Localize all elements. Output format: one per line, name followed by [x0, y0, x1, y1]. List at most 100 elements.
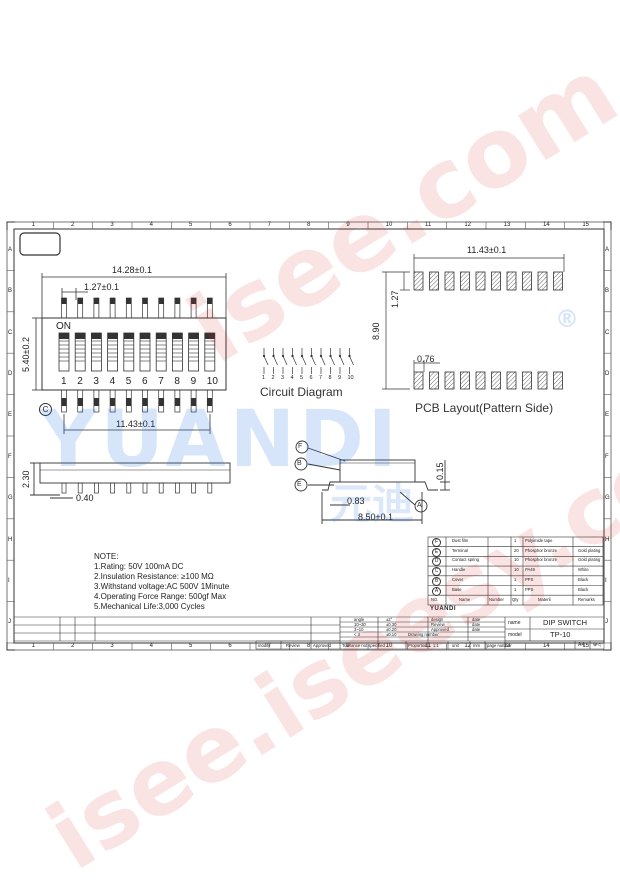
frame-col-label: 10 [385, 643, 393, 649]
callout-b: B [297, 460, 302, 467]
frame-row-label: H [8, 536, 13, 543]
page-number-label: page number [487, 643, 512, 648]
rev-col-approved: Approved [313, 643, 331, 648]
pcb-pad-bottom [522, 371, 532, 390]
pcb-pad-top [506, 271, 517, 291]
switch-number: 5 [125, 376, 132, 387]
callout-f: F [298, 443, 303, 450]
switch-pin [61, 297, 67, 413]
pcb-pad-top [460, 271, 470, 291]
side-dim-pin-width: 0.40 [76, 493, 94, 503]
frame-col-label: 4 [149, 222, 153, 228]
pcb-pad-top [475, 271, 486, 291]
bom-header-number: Number [489, 597, 504, 602]
pcb-pad-bottom [553, 371, 563, 390]
frame-col-label: 7 [267, 643, 271, 649]
switch-number: 4 [109, 376, 116, 387]
switch-number: 2 [77, 376, 83, 387]
bom-remarks: White [578, 567, 589, 573]
bom-callout: E [432, 547, 441, 557]
frame-row-label: B [8, 288, 13, 295]
pcb-pad-bottom [491, 371, 501, 390]
dip-switch [58, 332, 70, 372]
frame-col-label: 1 [31, 643, 35, 649]
bom-qty: 10 [514, 557, 519, 563]
bom-name: Contact spring [452, 557, 479, 563]
note-line: 4.Operating Force Range: 500gf Max [94, 592, 227, 601]
pcb-pad-bottom [506, 371, 517, 390]
pcb-pad-top [491, 271, 501, 291]
circuit-number: 2 [271, 375, 275, 381]
frame-row-label: F [8, 453, 12, 460]
bom-header-remarks: Remarks [578, 597, 595, 602]
bom-material: Phosphor bronze [525, 557, 557, 563]
switch-number: 1 [61, 376, 67, 387]
switch-number: 3 [93, 376, 99, 387]
frame-col-label: 10 [385, 222, 393, 228]
dip-switch [74, 332, 86, 372]
bom-callout: B [432, 576, 441, 586]
switch-pin [158, 297, 165, 413]
bom-name: Base [452, 586, 462, 592]
frame-row-label: G [8, 495, 13, 502]
tol-value: ±0.10 [386, 632, 397, 637]
circuit-diagram [262, 348, 354, 374]
bom-name: Dust film [452, 538, 469, 543]
pcb-pad-top [537, 271, 548, 291]
profile-view [294, 440, 450, 524]
bom-material: PPS [525, 576, 534, 582]
switch-pin [142, 297, 148, 413]
bom-callout: F [432, 538, 441, 547]
circuit-number: 1 [262, 375, 266, 381]
tolerance-label: Tolerance not specified [342, 643, 385, 648]
circuit-switch-symbol [262, 348, 269, 374]
frame-col-label: 8 [307, 222, 311, 228]
profile-dim-width: 8.50±0.1 [358, 512, 393, 522]
label-box [19, 232, 61, 256]
frame-col-label: 5 [189, 643, 193, 649]
circuit-number: 9 [338, 375, 342, 381]
date-label: date [472, 617, 481, 622]
dip-switch [107, 332, 118, 372]
bom-material: Phosphor bronze [525, 547, 557, 553]
profile-dim-foot: 0.83 [347, 496, 365, 506]
frame-row-label: G [605, 495, 610, 502]
dip-switch [91, 332, 102, 372]
circuit-switch-symbol [291, 348, 297, 374]
watermark-cjk: 元迪 [330, 479, 415, 528]
bom-name: Cover [452, 576, 464, 582]
frame-col-label: 6 [228, 643, 232, 649]
bom-callout: C [432, 567, 441, 577]
bom-qty: 20 [514, 547, 519, 553]
switch-array [58, 332, 216, 372]
side-pin [158, 482, 164, 494]
bom-qty: 1 [514, 576, 517, 582]
dip-switch [139, 332, 151, 372]
circuit-number: 10 [347, 375, 354, 381]
bom-name: Handle [452, 567, 466, 573]
dip-switch [123, 332, 135, 372]
frame-col-label: 12 [464, 222, 472, 228]
frame-col-label: 3 [110, 643, 114, 649]
date-label: date [472, 627, 481, 632]
unit-value: mm [473, 643, 480, 648]
frame-col-label: 7 [267, 222, 271, 228]
frame-row-label: F [605, 453, 609, 460]
tol-value: ±2° [386, 617, 393, 622]
frame-col-label: 11 [425, 222, 432, 228]
pcb-pad-bottom [429, 371, 439, 390]
bom-header-qty: Qty [512, 597, 519, 602]
note-line: 5.Mechanical Life:3,000 Cycles [94, 602, 205, 611]
tol-range: 10~30 [354, 622, 366, 627]
pcb-pad-bottom [444, 371, 455, 390]
bom-header-no: NO. [431, 597, 439, 602]
switch-pin [109, 297, 116, 413]
dip-switch [204, 332, 216, 372]
tol-range: angle [354, 617, 365, 622]
sign-design: design [431, 617, 444, 622]
bom-remarks: Black [578, 576, 589, 582]
circuit-switch-symbol [348, 348, 354, 374]
frame-col-label: 3 [110, 222, 114, 228]
pcb-pad-top [444, 271, 455, 291]
